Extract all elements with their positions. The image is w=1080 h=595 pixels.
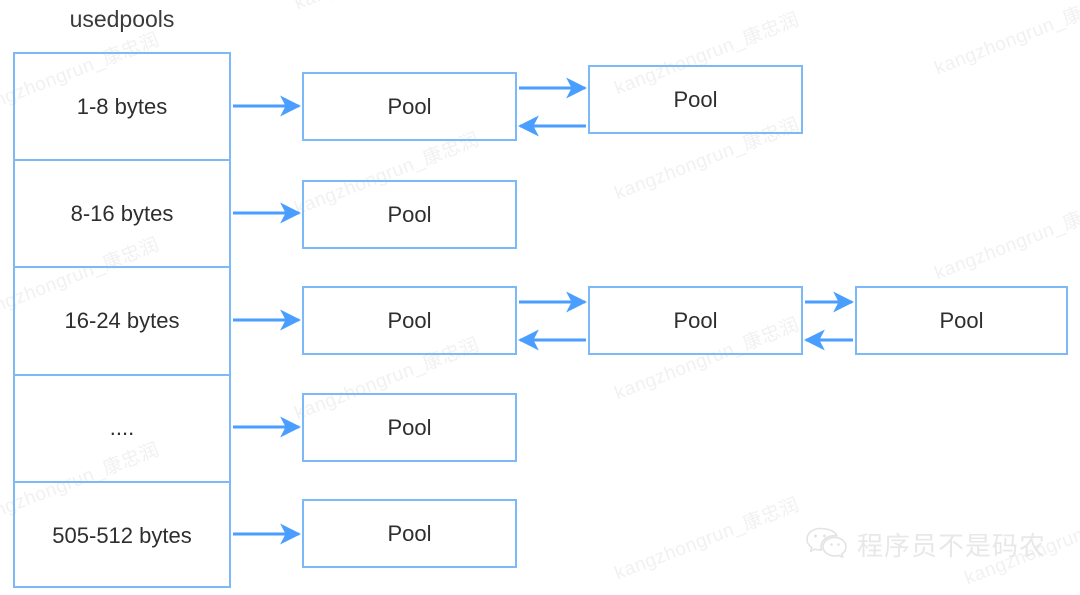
size-class-label: 16-24 bytes: [64, 307, 180, 333]
pool-box[interactable]: Pool: [588, 65, 803, 134]
pool-box[interactable]: Pool: [588, 286, 803, 355]
size-class-label: 505-512 bytes: [52, 523, 192, 549]
page-title: usedpools: [69, 6, 175, 32]
table-row[interactable]: 16-24 bytes: [15, 268, 229, 376]
brand-watermark: 程序员不是码农: [805, 525, 1046, 564]
pool-label: Pool: [939, 307, 984, 333]
pool-label: Pool: [387, 93, 432, 119]
pool-label: Pool: [387, 307, 432, 333]
pool-label: Pool: [387, 201, 432, 227]
table-row[interactable]: 1-8 bytes: [15, 54, 229, 162]
pool-label: Pool: [673, 307, 718, 333]
table-row[interactable]: 8-16 bytes: [15, 161, 229, 269]
table-row[interactable]: ....: [15, 376, 229, 483]
pool-label: Pool: [387, 520, 432, 546]
pool-label: Pool: [673, 86, 718, 112]
pool-box[interactable]: Pool: [302, 499, 517, 568]
wechat-icon: [805, 525, 847, 564]
pool-box[interactable]: Pool: [302, 180, 517, 249]
pool-box[interactable]: Pool: [302, 286, 517, 355]
pool-box[interactable]: Pool: [302, 72, 517, 141]
pool-box[interactable]: Pool: [302, 393, 517, 462]
pool-label: Pool: [387, 414, 432, 440]
usedpools-table: 1-8 bytes 8-16 bytes 16-24 bytes .... 50…: [13, 52, 231, 588]
size-class-label: ....: [109, 415, 135, 441]
brand-name: 程序员不是码农: [857, 531, 1047, 561]
size-class-label: 8-16 bytes: [70, 200, 174, 226]
size-class-label: 1-8 bytes: [76, 93, 168, 119]
pool-box[interactable]: Pool: [855, 286, 1068, 355]
table-row[interactable]: 505-512 bytes: [15, 483, 229, 590]
